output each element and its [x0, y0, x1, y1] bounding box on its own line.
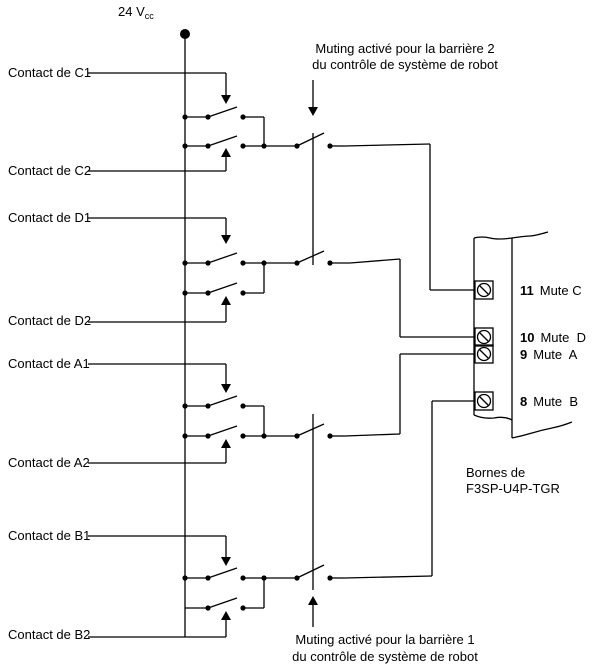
- switch-a1: [182, 395, 264, 409]
- switch-b2: [185, 597, 264, 611]
- terminal-screw-icon: [474, 344, 494, 364]
- terminal-screw-icon: [474, 391, 494, 411]
- muting-top-line1: Muting activé pour la barrière 2: [315, 41, 494, 56]
- switch-b1: [182, 567, 264, 581]
- contact-a1-label: Contact de A1: [8, 356, 90, 371]
- muting-switch-a: [264, 423, 345, 439]
- switch-d1: [182, 252, 264, 266]
- actuator-arrow-icon: [221, 235, 231, 244]
- muting-bottom-line2: du contrôle de système de robot: [292, 649, 478, 664]
- actuator-arrow-icon: [221, 148, 231, 157]
- contact-c2-label: Contact de C2: [8, 163, 91, 178]
- contact-c1-label: Contact de C1: [8, 65, 91, 80]
- contact-d1-label: Contact de D1: [8, 210, 91, 225]
- switch-c2: [182, 135, 264, 149]
- terminal-block-title-2: F3SP-U4P-TGR: [466, 481, 560, 496]
- muting-switch-d: [264, 250, 350, 266]
- contact-b1-label: Contact de B1: [8, 528, 90, 543]
- switch-c1: [182, 106, 264, 120]
- terminal-screw-icon: [474, 327, 494, 347]
- supply-label: 24 Vcc: [118, 4, 154, 21]
- muting-top-line2: du contrôle de système de robot: [312, 57, 498, 72]
- muting-bottom-line1: Muting activé pour la barrière 1: [295, 632, 474, 647]
- muting-switch-top: [264, 132, 345, 265]
- terminal-block: [473, 231, 573, 439]
- terminal-screw-icon: [474, 280, 494, 300]
- contact-b2-label: Contact de B2: [8, 627, 90, 642]
- actuator-arrow-icon: [221, 439, 231, 448]
- switch-a2: [182, 425, 264, 439]
- muting-switch-bottom: [264, 414, 345, 590]
- actuator-arrow-icon: [221, 95, 231, 104]
- terminal-block-title-1: Bornes de: [466, 465, 525, 480]
- actuator-arrow-icon: [221, 296, 231, 305]
- switch-d2: [182, 282, 264, 296]
- actuator-arrow-icon: [221, 384, 231, 393]
- arrow-up-icon: [308, 596, 318, 605]
- actuator-arrow-icon: [221, 611, 231, 620]
- contact-a2-label: Contact de A2: [8, 455, 90, 470]
- arrow-down-icon: [308, 107, 318, 116]
- actuator-arrow-icon: [221, 557, 231, 566]
- contact-d2-label: Contact de D2: [8, 313, 91, 328]
